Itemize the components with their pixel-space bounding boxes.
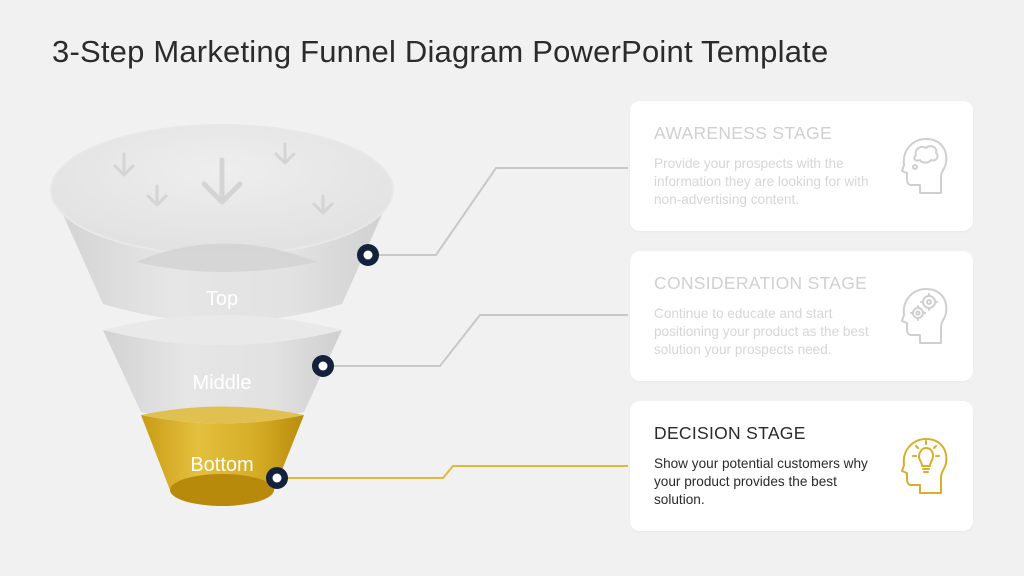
funnel-label-middle: Middle [193,372,252,395]
marker-bottom [266,467,288,489]
marker-middle [312,355,334,377]
stage-title: DECISION STAGE [654,423,806,444]
stage-title: AWARENESS STAGE [654,123,832,144]
marker-top [357,244,379,266]
stage-title: CONSIDERATION STAGE [654,273,867,294]
stage-description: Show your potential customers why your p… [654,455,884,509]
stage-card-decision: DECISION STAGE Show your potential custo… [630,401,973,531]
stage-card-consideration: CONSIDERATION STAGE Continue to educate … [630,251,973,381]
head-gears-icon [896,285,952,347]
stage-description: Continue to educate and start positionin… [654,305,884,359]
connector-line-bottom [277,466,628,478]
funnel-middle-section [103,315,342,422]
stage-description: Provide your prospects with the informat… [654,155,884,209]
head-lightbulb-icon [896,435,952,497]
connector-line-middle [323,315,628,366]
connector-line-top [368,168,628,255]
funnel-label-top: Top [206,288,238,311]
stage-card-awareness: AWARENESS STAGE Provide your prospects w… [630,101,973,231]
head-thought-bubble-icon [896,135,952,197]
funnel-label-bottom: Bottom [190,454,253,477]
